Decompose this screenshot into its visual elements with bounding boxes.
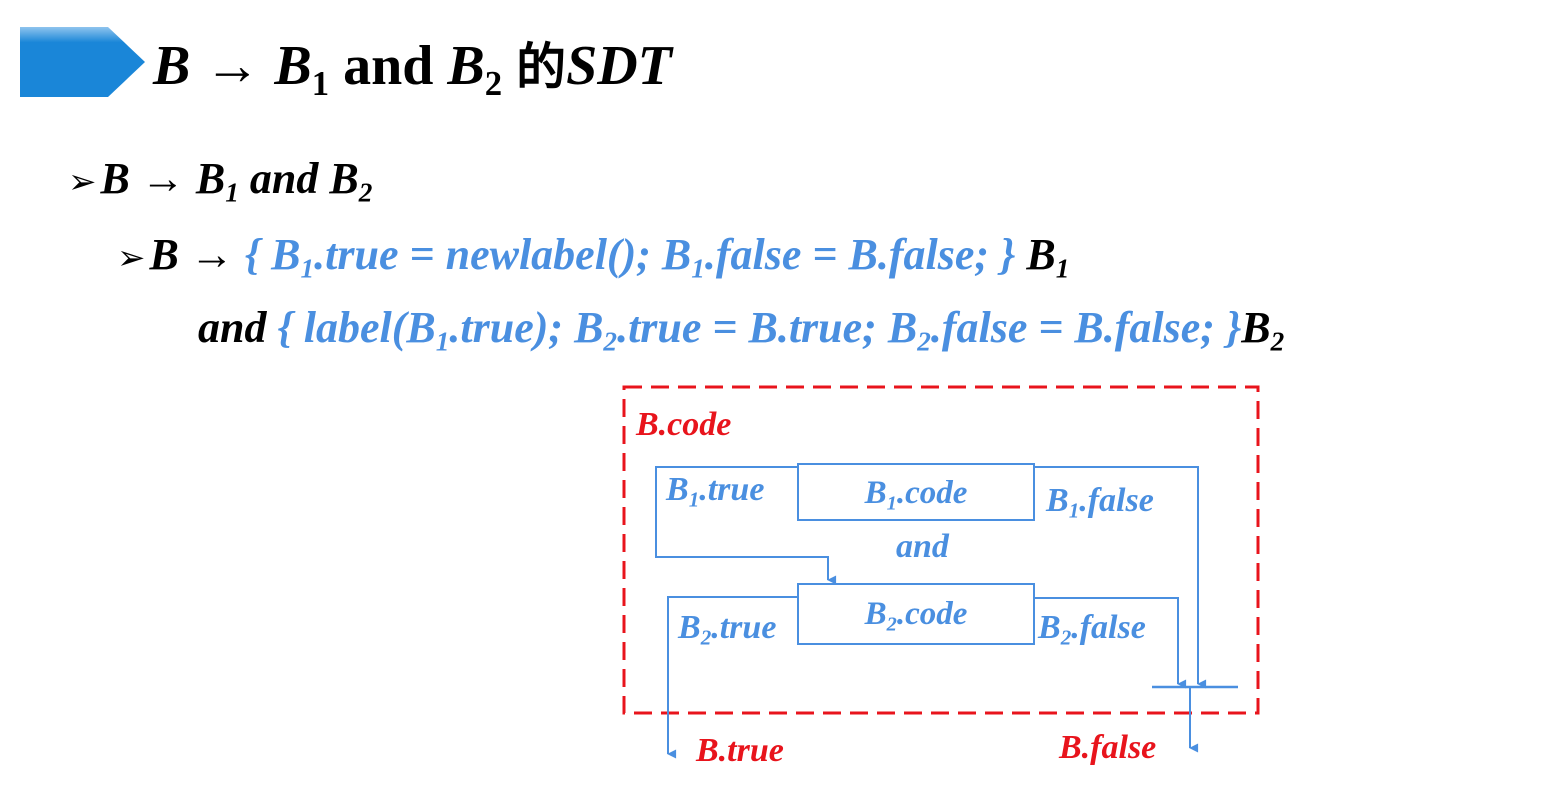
title-arrow: → <box>204 35 261 97</box>
b2-true-edge <box>667 596 798 759</box>
b2-code-box <box>797 583 1035 645</box>
b1-true-post: .true <box>699 471 765 508</box>
b2-false-sub: 2 <box>1060 625 1072 650</box>
b1-code-post: .code <box>896 475 968 511</box>
b-code-dashed-box <box>622 385 1260 715</box>
title-sdt: SDT <box>566 35 672 97</box>
b1-code-label: B1.code <box>798 475 1034 514</box>
title-de: 的 <box>516 38 567 96</box>
b-true-output-label: B.true <box>696 732 784 769</box>
b1-code-box <box>797 463 1035 521</box>
b1-false-sub: 1 <box>1068 498 1080 523</box>
title-b: B <box>153 35 191 97</box>
b2-code-post: .code <box>896 596 968 632</box>
sdt-line-1: ➢B → { B1.true = newlabel(); B1.false = … <box>117 230 1069 283</box>
b2-true-label: B2.true <box>678 609 777 649</box>
b1-true-label: B1.true <box>666 471 765 511</box>
b2-false-post: .false <box>1071 609 1146 646</box>
b2-code-sub: 2 <box>886 613 897 636</box>
sdt2-action: { label(B1.true); B2.true = B.true; B2.f… <box>277 303 1242 356</box>
title-b2: B <box>447 35 485 97</box>
sdt2-tail-sub: 2 <box>1270 326 1285 357</box>
page-title: B → B1 and B2 的SDT <box>153 35 672 101</box>
and-label: and <box>896 528 949 565</box>
b1-code-sub: 1 <box>886 492 897 515</box>
production-b2: B <box>329 154 359 203</box>
sdt1-action: { B1.true = newlabel(); B1.false = B.fal… <box>244 230 1016 283</box>
production-b1-sub: 1 <box>225 177 239 208</box>
b2-code-label: B2.code <box>798 596 1034 635</box>
sdt2-action-sub-b: 2 <box>603 326 618 357</box>
sdt2-action-d: .false = B.false; } <box>930 303 1242 352</box>
sdt1-tail: B <box>1026 230 1056 279</box>
sdt1-arrow: → <box>189 230 234 279</box>
b2-false-pre: B <box>1038 609 1061 646</box>
b1-true-sub: 1 <box>688 487 700 512</box>
b2-false-label: B2.false <box>1038 609 1146 649</box>
sdt2-action-sub-a: 1 <box>435 326 450 357</box>
production-lhs: B <box>100 154 130 203</box>
sdt-line-2: and { label(B1.true); B2.true = B.true; … <box>198 303 1284 356</box>
production-arrow: → <box>140 154 185 203</box>
production-b2-sub: 2 <box>358 177 373 208</box>
b1-false-edge <box>1034 466 1207 689</box>
b2-true-pre: B <box>678 609 701 646</box>
sdt1-action-sub-a: 1 <box>300 253 315 284</box>
title-and: and <box>329 35 448 97</box>
b1-true-edge <box>655 466 837 585</box>
b1-false-post: .false <box>1079 482 1154 519</box>
sdt2-action-c: .true = B.true; B <box>617 303 918 352</box>
b1-code-pre: B <box>864 475 887 511</box>
sdt1-action-c: .false = B.false; } <box>704 230 1016 279</box>
title-b1-sub: 1 <box>311 64 330 104</box>
sdt1-tail-sub: 1 <box>1055 253 1070 284</box>
title-b1: B <box>274 35 312 97</box>
b1-false-label: B1.false <box>1046 482 1154 522</box>
b-false-output-label: B.false <box>1059 729 1157 766</box>
bullet-arrow-icon: ➢ <box>117 238 146 278</box>
b2-true-sub: 2 <box>700 625 712 650</box>
b2-false-edge <box>1034 597 1187 689</box>
sdt1-action-sub-b: 1 <box>691 253 705 284</box>
sdt2-action-a: { label(B <box>277 303 436 352</box>
sdt2-tail: B <box>1241 303 1271 352</box>
b2-true-post: .true <box>711 609 777 646</box>
sdt1-lhs: B <box>149 230 179 279</box>
title-b2-sub: 2 <box>484 64 503 104</box>
b1-false-pre: B <box>1046 482 1069 519</box>
production-b1: B <box>195 154 226 203</box>
production-and: and <box>238 154 330 203</box>
b1-true-pre: B <box>666 471 689 508</box>
sdt2-action-b: .true); B <box>449 303 604 352</box>
sdt2-action-sub-c: 2 <box>917 326 931 357</box>
b2-code-pre: B <box>864 596 887 632</box>
bullet-arrow-icon: ➢ <box>68 162 97 202</box>
b-code-label: B.code <box>636 406 732 443</box>
production-line: ➢B → B1 and B2 <box>68 154 372 207</box>
sdt1-action-b: .true = newlabel(); B <box>314 230 692 279</box>
title-arrow-icon <box>20 27 145 97</box>
sdt2-and: and <box>198 303 267 352</box>
sdt1-action-a: { B <box>244 230 301 279</box>
